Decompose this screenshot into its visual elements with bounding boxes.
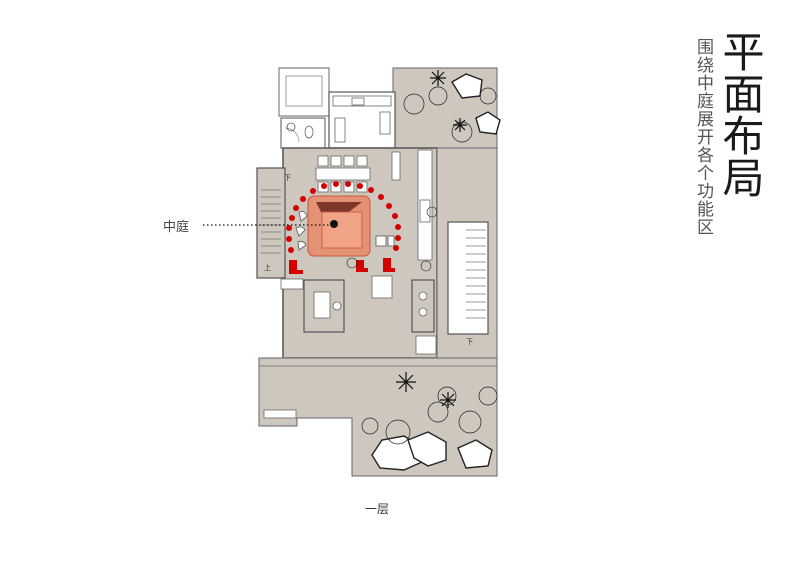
powder-room bbox=[280, 117, 326, 149]
lower-right-cabinet bbox=[415, 335, 437, 355]
north-garden-spiky-plants bbox=[430, 70, 467, 132]
circulation-dots bbox=[286, 181, 401, 253]
courtyard-inner bbox=[321, 211, 363, 249]
stair-label-up-left: 上 bbox=[264, 263, 271, 272]
south-garden-rocks bbox=[371, 431, 493, 471]
kitchen-island bbox=[379, 111, 391, 135]
interior-plants bbox=[286, 122, 438, 272]
kitchen-sink bbox=[351, 97, 365, 106]
toilet bbox=[304, 125, 314, 139]
courtyard-chairs bbox=[295, 211, 395, 251]
lower-right-basin-b bbox=[418, 307, 428, 317]
north-garden-rocks bbox=[451, 73, 501, 135]
lower-right-room bbox=[411, 279, 435, 333]
left-sideboard bbox=[280, 278, 304, 290]
lower-left-basin bbox=[332, 301, 342, 311]
floor-label: 一层 bbox=[365, 502, 390, 516]
kitchen-counter bbox=[332, 95, 392, 107]
page-title: 平面布局 bbox=[716, 30, 765, 198]
red-marker-right bbox=[383, 258, 395, 272]
garden-door bbox=[263, 409, 297, 419]
kitchen-side-counter bbox=[334, 117, 346, 143]
right-stairs bbox=[466, 229, 486, 319]
page-subtitle: 围绕中庭展开各个功能区 bbox=[693, 38, 713, 236]
courtyard-center-dot bbox=[330, 220, 338, 228]
courtyard-callout-label: 中庭 bbox=[163, 220, 190, 235]
bar-counter bbox=[391, 151, 401, 181]
courtyard-shade bbox=[316, 202, 362, 214]
lounge-table bbox=[371, 275, 393, 299]
right-cabinet-inner bbox=[419, 199, 431, 223]
stair-label-down-left: 下 bbox=[284, 174, 291, 182]
south-garden-trees bbox=[361, 386, 498, 445]
north-garden-trees bbox=[403, 86, 497, 143]
stair-label-down-right: 下 bbox=[466, 338, 473, 346]
lower-right-basin-a bbox=[418, 291, 428, 301]
red-marker-mid bbox=[356, 260, 368, 272]
red-marker-left bbox=[289, 260, 303, 274]
left-stair-wing bbox=[256, 167, 286, 279]
south-garden-spiky-plants bbox=[396, 372, 456, 408]
utility-shaft bbox=[285, 75, 323, 107]
lower-left-fixture bbox=[313, 291, 331, 319]
powder-door-swing bbox=[284, 127, 300, 143]
